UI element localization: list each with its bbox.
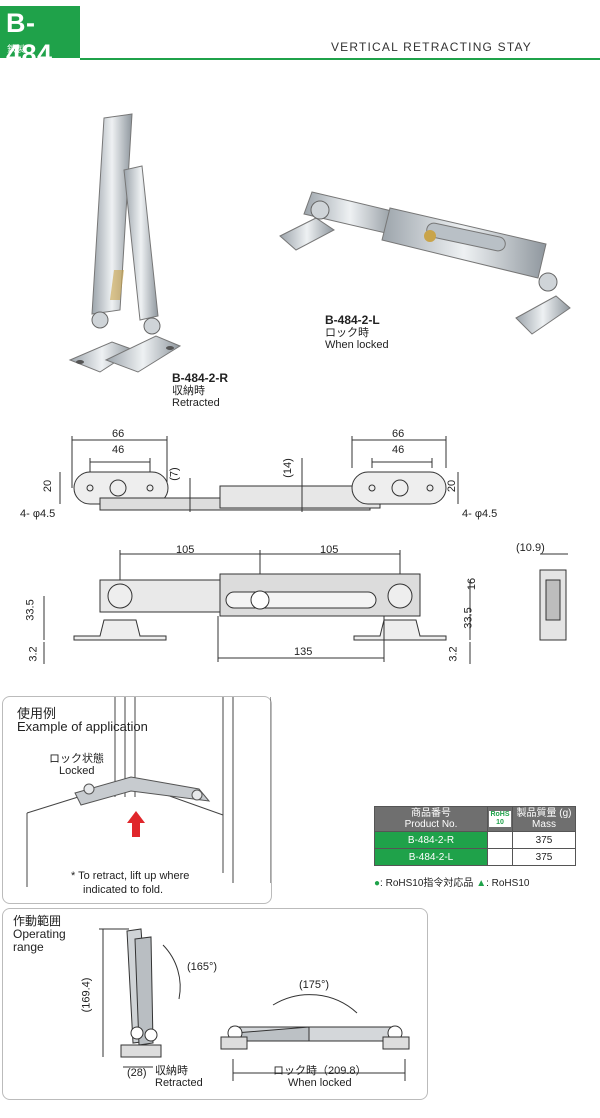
dim-left-46: 46 bbox=[112, 444, 125, 456]
angle-165: (165°) bbox=[187, 961, 218, 973]
rohs-cell bbox=[487, 831, 513, 849]
operating-range-drawing bbox=[99, 928, 410, 1081]
spec-head-mass: 製品質量 (g) Mass bbox=[512, 806, 576, 832]
rohs-cell bbox=[487, 848, 513, 866]
rohs-icon-a: RoHS bbox=[490, 811, 510, 818]
retract-note-1: * To retract, lift up where bbox=[71, 870, 190, 882]
mass-cell: 375 bbox=[512, 848, 576, 866]
retracted-photo bbox=[68, 113, 182, 373]
locked-state-en: Locked bbox=[59, 765, 95, 777]
dim-left-20: 20 bbox=[42, 479, 55, 493]
dim-335-right: 33.5 bbox=[462, 607, 475, 629]
model-code: B-484 bbox=[6, 8, 53, 69]
spec-head-mass-en: Mass bbox=[532, 819, 556, 830]
dim-mid-7: (7) bbox=[168, 467, 181, 481]
rohs-legend-a: : RoHS10指令対応品 bbox=[380, 878, 474, 889]
locked-en: When locked bbox=[325, 339, 389, 351]
dim-right-46: 46 bbox=[392, 444, 405, 456]
rohs-dot-icon: ● bbox=[374, 878, 381, 889]
retract-note-2: indicated to fold. bbox=[83, 884, 164, 896]
locked-range-jp: ロック時（209.8） bbox=[273, 1065, 367, 1077]
header-rule bbox=[80, 58, 600, 60]
application-panel: 使用例 Example of application ロック状態 Locked … bbox=[2, 696, 272, 904]
lift-arrow-icon bbox=[127, 811, 145, 837]
dim-right-holes: 4- φ4.5 bbox=[462, 508, 498, 520]
operating-title-en1: Operating bbox=[13, 927, 66, 941]
mass-cell: 375 bbox=[512, 831, 576, 849]
application-title-jp: 使用例 bbox=[17, 706, 57, 721]
front-view-drawing bbox=[43, 550, 568, 664]
locked-state-label: ロック状態 Locked bbox=[49, 753, 104, 777]
dim-16: 16 bbox=[466, 577, 479, 591]
dim-left-holes: 4- φ4.5 bbox=[20, 508, 56, 520]
angle-175: (175°) bbox=[299, 979, 330, 991]
material-label: 鉄製 bbox=[7, 44, 26, 54]
operating-title-jp: 作動範囲 bbox=[13, 914, 62, 928]
rohs-triangle-icon: ▲ bbox=[476, 878, 487, 889]
retracted-caption: B-484-2-R 収納時 Retracted bbox=[172, 372, 228, 409]
retracted-range-jp: 収納時 bbox=[155, 1065, 188, 1077]
table-row: B-484-2-R 375 bbox=[374, 831, 576, 849]
retracted-range-label: 収納時 Retracted bbox=[155, 1065, 203, 1089]
locked-jp: ロック時 bbox=[325, 327, 369, 339]
spec-head-product: 商品番号 Product No. bbox=[374, 806, 488, 832]
dim-right-66: 66 bbox=[392, 428, 405, 440]
retract-note: * To retract, lift up where indicated to… bbox=[71, 869, 189, 897]
dim-105-left: 105 bbox=[176, 544, 195, 556]
retracted-en: Retracted bbox=[172, 397, 220, 409]
rohs-legend-b: : RoHS10 bbox=[486, 878, 530, 889]
spec-head-mass-jp: 製品質量 (g) bbox=[516, 808, 572, 819]
product-number: B-484-2-R bbox=[374, 831, 488, 849]
dim-right-20: 20 bbox=[446, 479, 459, 493]
spec-head-product-en: Product No. bbox=[404, 819, 458, 830]
rohs-icon-b: 10 bbox=[496, 819, 504, 826]
locked-range-en: When locked bbox=[287, 1077, 352, 1089]
dim-32-left: 3.2 bbox=[27, 646, 40, 662]
spec-head-product-jp: 商品番号 bbox=[411, 808, 451, 819]
locked-model: B-484-2-L bbox=[325, 313, 380, 327]
operating-title: 作動範囲 Operating range bbox=[13, 915, 66, 954]
dim-335-left: 33.5 bbox=[24, 599, 37, 621]
top-view-drawing bbox=[59, 436, 459, 512]
dim-32-right: 3.2 bbox=[447, 646, 460, 662]
dim-mid-14: (14) bbox=[281, 458, 294, 478]
locked-caption: B-484-2-L ロック時 When locked bbox=[325, 314, 389, 351]
dim-left-66: 66 bbox=[112, 428, 125, 440]
rohs-legend: ●: RoHS10指令対応品 ▲: RoHS10 bbox=[374, 874, 529, 889]
retracted-jp: 収納時 bbox=[172, 385, 205, 397]
locked-state-jp: ロック状態 bbox=[49, 753, 104, 765]
retracted-range-en: Retracted bbox=[155, 1077, 203, 1089]
operating-range-panel: 作動範囲 Operating range (169.4) (165°) (28)… bbox=[2, 908, 428, 1100]
dim-10-9: (10.9) bbox=[516, 542, 545, 554]
dim-135: 135 bbox=[294, 646, 313, 658]
application-title-en: Example of application bbox=[17, 719, 148, 734]
retracted-model: B-484-2-R bbox=[172, 371, 229, 385]
locked-range-label: ロック時（209.8） When locked bbox=[273, 1065, 367, 1089]
application-illustration bbox=[26, 697, 271, 887]
page-title: VERTICAL RETRACTING STAY bbox=[330, 40, 532, 54]
dim-105-right: 105 bbox=[320, 544, 339, 556]
model-badge: B-484 鉄製 bbox=[0, 6, 80, 69]
dim-28: (28) bbox=[127, 1067, 147, 1079]
locked-photo bbox=[279, 191, 571, 335]
operating-title-en2: range bbox=[13, 940, 44, 954]
table-row: B-484-2-L 375 bbox=[374, 848, 576, 866]
dim-169-4: (169.4) bbox=[80, 977, 93, 1013]
product-number: B-484-2-L bbox=[374, 848, 488, 866]
